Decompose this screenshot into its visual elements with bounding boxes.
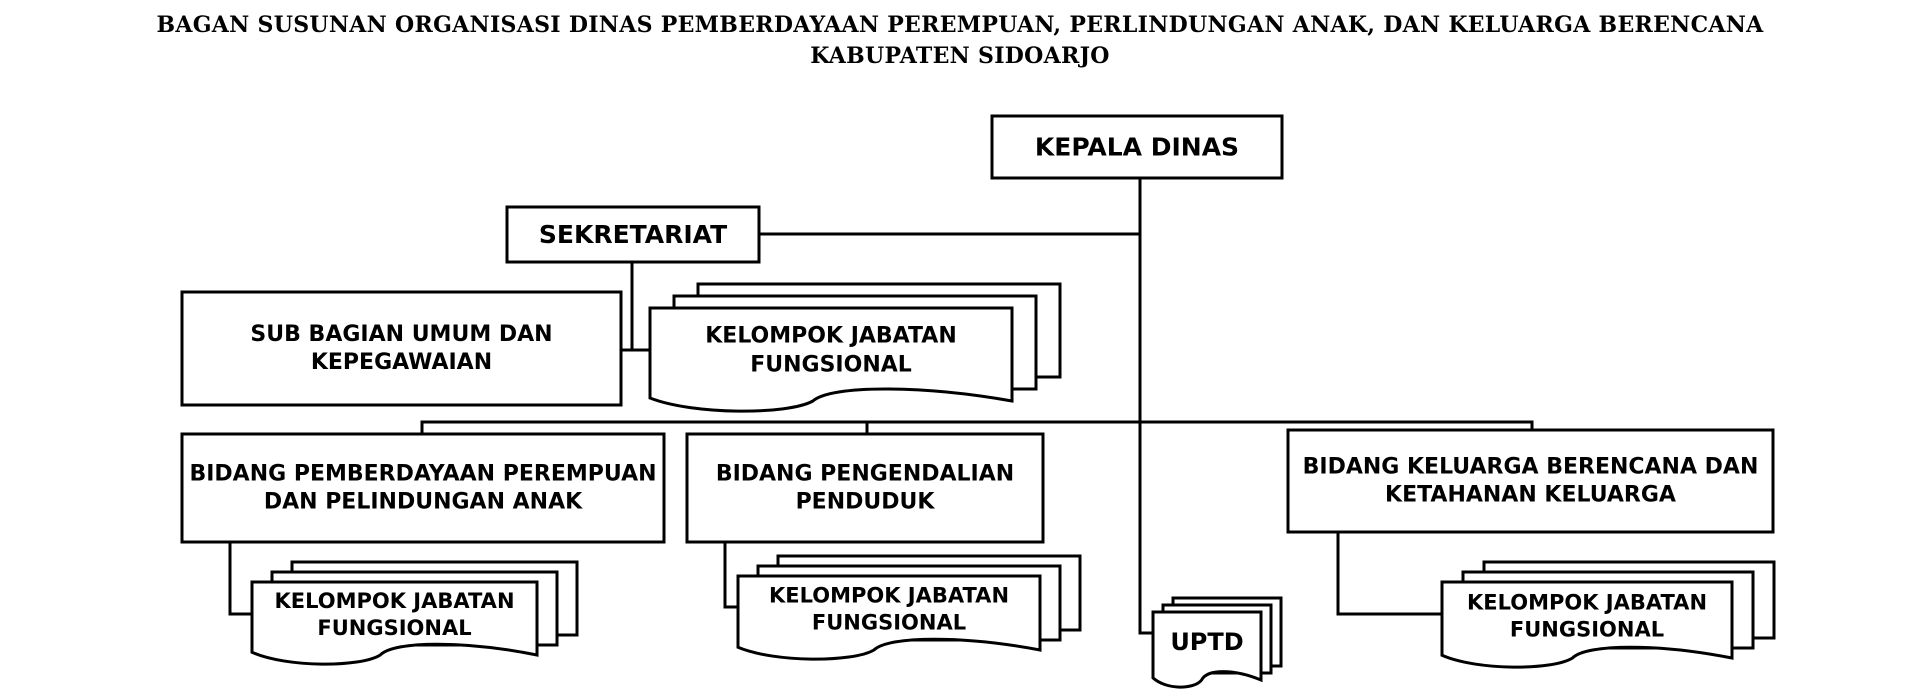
connector-kb-kjf (1336, 530, 1444, 616)
node-bidang-pppa: BIDANG PEMBERDAYAAN PEREMPUAN DAN PELINDU… (180, 432, 666, 544)
node-bidang-kb: BIDANG KELUARGA BERENCANA DAN KETAHANAN K… (1286, 428, 1775, 534)
node-label: PENDUDUK (796, 490, 936, 515)
document-front (250, 580, 539, 666)
node-kjf-kb: KELOMPOK JABATAN FUNGSIONAL (1440, 560, 1776, 669)
node-label: BIDANG PEMBERDAYAAN PEREMPUAN (189, 462, 656, 487)
node-label: FUNGSIONAL (750, 353, 912, 378)
node-box (505, 205, 761, 264)
node-box (990, 114, 1284, 180)
node-box (180, 432, 666, 544)
connector-pppa-kjf (228, 540, 254, 616)
node-label: KELOMPOK JABATAN (769, 584, 1009, 608)
node-box (1286, 428, 1775, 534)
document-front (1151, 610, 1263, 689)
chart-subtitle: KABUPATEN SIDOARJO (810, 43, 1110, 69)
node-kjf-sekretariat: KELOMPOK JABATAN FUNGSIONAL (648, 282, 1062, 413)
node-box (180, 290, 623, 407)
document-front (1440, 580, 1734, 669)
node-label: KELOMPOK JABATAN (274, 589, 514, 613)
node-label: UPTD (1170, 628, 1243, 656)
node-bidang-pengendalian: BIDANG PENGENDALIAN PENDUDUK (685, 432, 1045, 544)
node-kepala-dinas: KEPALA DINAS (990, 114, 1284, 180)
node-label: BIDANG PENGENDALIAN (716, 462, 1014, 487)
node-kjf-pppa: KELOMPOK JABATAN FUNGSIONAL (250, 560, 579, 666)
node-label: BIDANG KELUARGA BERENCANA DAN (1303, 455, 1759, 480)
node-sub-bagian-umum: SUB BAGIAN UMUM DAN KEPEGAWAIAN (180, 290, 623, 407)
node-label: KETAHANAN KELUARGA (1385, 483, 1676, 508)
node-label: DAN PELINDUNGAN ANAK (264, 490, 583, 515)
node-label: SEKRETARIAT (539, 220, 727, 249)
node-kjf-pengendalian: KELOMPOK JABATAN FUNGSIONAL (736, 554, 1082, 661)
node-label: KEPEGAWAIAN (311, 350, 492, 375)
connector-pengendalian-kjf (723, 540, 740, 609)
node-box (685, 432, 1045, 544)
node-label: KELOMPOK JABATAN (1467, 591, 1707, 615)
node-label: FUNGSIONAL (1510, 618, 1664, 642)
node-label: FUNGSIONAL (317, 616, 471, 640)
node-sekretariat: SEKRETARIAT (505, 205, 761, 264)
node-uptd: UPTD (1151, 596, 1283, 689)
node-label: SUB BAGIAN UMUM DAN (250, 322, 552, 347)
node-label: FUNGSIONAL (812, 611, 966, 635)
document-front (648, 306, 1014, 413)
node-label: KEPALA DINAS (1035, 133, 1239, 162)
chart-title: BAGAN SUSUNAN ORGANISASI DINAS PEMBERDAY… (156, 12, 1764, 38)
node-label: KELOMPOK JABATAN (705, 324, 956, 349)
document-front (736, 574, 1042, 661)
